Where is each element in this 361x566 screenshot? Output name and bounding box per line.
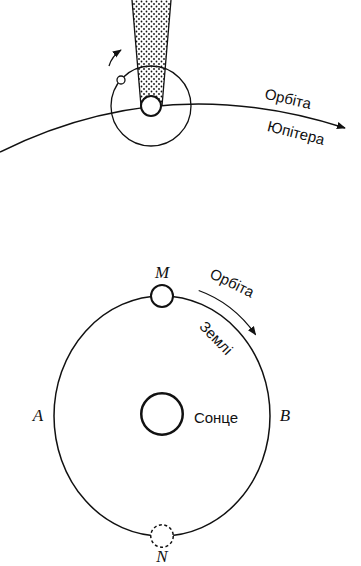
node-label: Сонце [194, 410, 238, 426]
shadow-cone [132, 0, 171, 106]
point-letter: A [33, 408, 43, 424]
circle-shape [151, 285, 173, 307]
node-label: M [155, 265, 169, 281]
sun: Сонце [140, 392, 184, 436]
circle-shape [141, 393, 183, 435]
orbit-label: Землі [196, 318, 235, 358]
orbit-label: Орбіта [263, 86, 312, 112]
satellite-orbit [111, 66, 191, 146]
jupiter [141, 96, 161, 116]
shadow-edge [132, 0, 141, 106]
circle-outline [150, 524, 174, 548]
circle-outline [140, 392, 184, 436]
earth-position: M [150, 284, 174, 308]
earth-orbit [54, 296, 270, 536]
circle-shape [151, 525, 174, 548]
orbit-label: Юпітера [266, 118, 326, 148]
jupiter-orbit [0, 104, 345, 152]
earth-position: N [150, 524, 174, 548]
circle-outline [150, 284, 174, 308]
orbit-label: Орбіта [207, 266, 256, 301]
shadow-edge [162, 0, 171, 106]
motion-arrow [109, 50, 121, 66]
point-letter: B [280, 408, 290, 424]
satellite [117, 76, 125, 84]
node-label: N [156, 549, 167, 565]
